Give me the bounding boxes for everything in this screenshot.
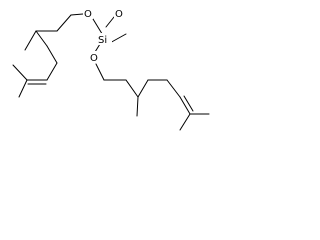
- atom-labels: O O Si O: [83, 7, 124, 64]
- oxygen-atom-label: O: [115, 9, 123, 20]
- bond: [94, 43, 101, 53]
- silicon-atom-label: Si: [98, 35, 107, 46]
- double-bond: [183, 95, 194, 112]
- bond: [125, 79, 139, 98]
- oxygen-atom-label: O: [90, 53, 98, 64]
- bond: [179, 113, 191, 131]
- bond: [179, 96, 191, 115]
- bond: [24, 30, 37, 51]
- bond: [105, 16, 115, 28]
- bond: [18, 79, 28, 98]
- oxygen-atom-label: O: [84, 9, 92, 20]
- bond: [137, 79, 149, 98]
- bond: [70, 13, 84, 16]
- chemical-structure: O O Si O: [12, 7, 210, 131]
- bond: [46, 45, 58, 64]
- bond: [35, 30, 48, 47]
- bond: [12, 64, 28, 81]
- bond: [136, 96, 139, 117]
- bond: [56, 14, 72, 32]
- bond: [166, 79, 181, 98]
- upper-citronellyl-chain: [12, 13, 84, 98]
- bond: [95, 63, 105, 81]
- bond: [46, 62, 58, 81]
- lower-citronellyl-chain: [95, 63, 210, 131]
